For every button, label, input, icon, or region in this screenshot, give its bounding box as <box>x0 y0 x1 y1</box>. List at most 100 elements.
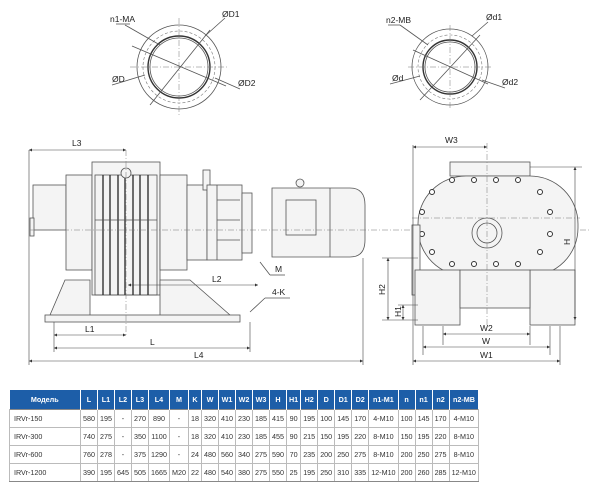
dim-l2: L2 <box>212 274 222 284</box>
value-cell: 540 <box>217 463 236 482</box>
value-cell: 200 <box>397 445 416 464</box>
technical-drawing: n1-MA ØD1 ØD ØD2 n2-MB Ød1 Ød Ød2 <box>28 9 590 365</box>
value-cell: 455 <box>268 427 287 446</box>
value-cell: 590 <box>268 445 287 464</box>
value-cell: 220 <box>431 427 450 446</box>
column-header: M <box>169 390 189 410</box>
dim-w2: W2 <box>480 323 493 333</box>
dim-h1: H1 <box>393 306 403 317</box>
value-cell: 270 <box>131 409 149 428</box>
value-cell: 890 <box>148 409 170 428</box>
value-cell: 100 <box>317 409 336 428</box>
label-n2-mb: n2-MB <box>386 15 411 25</box>
value-cell: 200 <box>317 445 336 464</box>
value-cell: - <box>114 445 132 464</box>
column-header: W1 <box>217 390 236 410</box>
value-cell: 8-M10 <box>448 445 479 464</box>
label-od1-small: Ød1 <box>486 12 502 22</box>
inlet-flange-view: n1-MA ØD1 ØD ØD2 <box>110 9 256 116</box>
label-n1-ma: n1-MA <box>110 14 135 24</box>
value-cell: 390 <box>80 463 98 482</box>
column-header: n1-M1 <box>368 390 399 410</box>
column-header: W3 <box>251 390 270 410</box>
column-header: D1 <box>334 390 352 410</box>
value-cell: 740 <box>80 427 98 446</box>
value-cell: - <box>114 427 132 446</box>
label-od2-small: Ød2 <box>502 77 518 87</box>
dim-w3: W3 <box>445 135 458 145</box>
value-cell: 580 <box>80 409 98 428</box>
value-cell: 18 <box>187 409 202 428</box>
column-header: L <box>80 390 98 410</box>
value-cell: 4-M10 <box>448 409 479 428</box>
dim-h: H <box>562 239 572 245</box>
value-cell: 560 <box>217 445 236 464</box>
value-cell: 90 <box>285 427 302 446</box>
column-header: Модель <box>9 390 81 410</box>
dim-m: M <box>275 264 282 274</box>
model-cell: IRVr-300 <box>9 427 81 446</box>
model-cell: IRVr-150 <box>9 409 81 428</box>
dim-w: W <box>482 336 490 346</box>
column-header: H2 <box>300 390 318 410</box>
value-cell: 380 <box>234 463 253 482</box>
value-cell: 320 <box>200 427 219 446</box>
value-cell: 195 <box>300 409 319 428</box>
value-cell: 185 <box>251 427 270 446</box>
value-cell: 8-M10 <box>368 427 399 446</box>
value-cell: - <box>114 409 132 428</box>
value-cell: 1290 <box>148 445 170 464</box>
label-od1: ØD1 <box>222 9 240 19</box>
value-cell: 170 <box>351 409 370 428</box>
dim-l4: L4 <box>194 350 204 360</box>
value-cell: 195 <box>97 463 115 482</box>
value-cell: 235 <box>300 445 319 464</box>
value-cell: 200 <box>397 463 416 482</box>
value-cell: 250 <box>414 445 433 464</box>
dim-w1: W1 <box>480 350 493 360</box>
dim-l: L <box>150 337 155 347</box>
value-cell: M20 <box>169 463 189 482</box>
value-cell: 4-M10 <box>368 409 399 428</box>
value-cell: 480 <box>200 445 219 464</box>
value-cell: 215 <box>300 427 319 446</box>
value-cell: 320 <box>200 409 219 428</box>
column-header: n1 <box>414 390 433 410</box>
outlet-flange-view: n2-MB Ød1 Ød Ød2 <box>386 12 518 109</box>
value-cell: 260 <box>414 463 433 482</box>
value-cell: 24 <box>187 445 202 464</box>
value-cell: 220 <box>351 427 370 446</box>
value-cell: 250 <box>317 463 336 482</box>
column-header: D2 <box>351 390 369 410</box>
value-cell: 505 <box>131 463 149 482</box>
value-cell: 278 <box>97 445 115 464</box>
value-cell: 12-M10 <box>368 463 399 482</box>
value-cell: 8-M10 <box>368 445 399 464</box>
value-cell: 195 <box>97 409 115 428</box>
model-cell: IRVr-600 <box>9 445 81 464</box>
value-cell: 275 <box>251 463 270 482</box>
value-cell: 285 <box>431 463 450 482</box>
value-cell: 340 <box>234 445 253 464</box>
model-cell: IRVr-1200 <box>9 463 81 482</box>
column-header: H1 <box>285 390 301 410</box>
value-cell: 310 <box>334 463 353 482</box>
value-cell: 195 <box>300 463 319 482</box>
value-cell: 185 <box>251 409 270 428</box>
value-cell: 550 <box>268 463 287 482</box>
value-cell: 12-M10 <box>448 463 479 482</box>
value-cell: 90 <box>285 409 302 428</box>
value-cell: 275 <box>251 445 270 464</box>
label-od2: ØD2 <box>238 78 256 88</box>
value-cell: 410 <box>217 427 236 446</box>
column-header: L2 <box>114 390 132 410</box>
column-header: n <box>397 390 416 410</box>
value-cell: 645 <box>114 463 132 482</box>
value-cell: 230 <box>234 427 253 446</box>
